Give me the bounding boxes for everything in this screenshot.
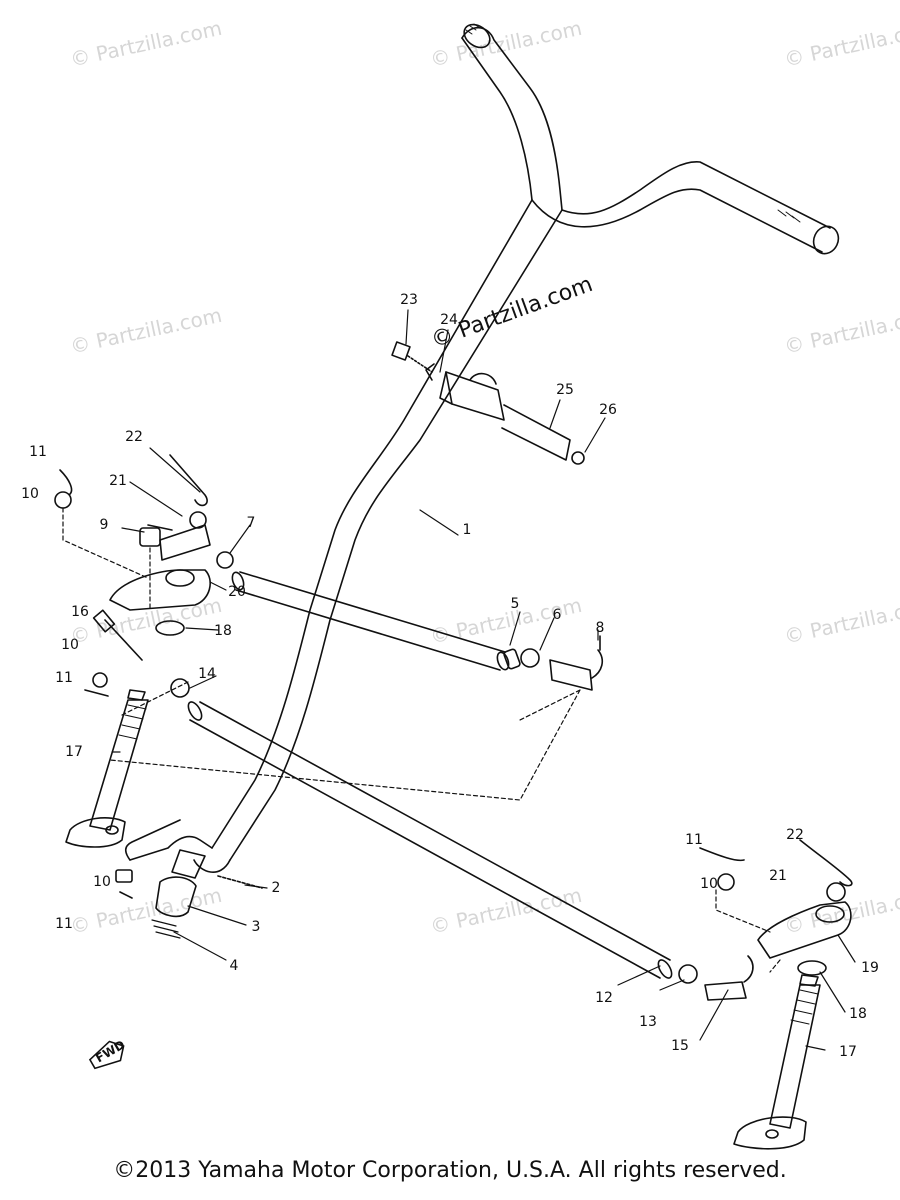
part-number-7: 7 bbox=[246, 515, 256, 531]
upper-tie-rod bbox=[216, 551, 604, 691]
part-number-18-a: 18 bbox=[214, 623, 232, 639]
part-number-11-c: 11 bbox=[55, 916, 73, 932]
left-spindle bbox=[65, 689, 149, 848]
part-number-20: 20 bbox=[228, 584, 246, 600]
part-number-4: 4 bbox=[229, 958, 239, 974]
part-number-25: 25 bbox=[556, 382, 574, 398]
lower-tie-rod bbox=[170, 678, 754, 1001]
part-number-12: 12 bbox=[595, 990, 613, 1006]
part-number-16: 16 bbox=[71, 604, 89, 620]
part-number-26: 26 bbox=[599, 402, 617, 418]
copyright-text: ©2013 Yamaha Motor Corporation, U.S.A. A… bbox=[113, 1158, 787, 1183]
assembly-lines bbox=[62, 507, 781, 973]
part-number-10-b: 10 bbox=[61, 637, 79, 653]
part-number-1: 1 bbox=[462, 522, 472, 538]
right-steering-arm bbox=[699, 839, 853, 976]
part-number-24: 24 bbox=[440, 312, 458, 328]
part-number-17-b: 17 bbox=[839, 1044, 857, 1060]
part-number-10-d: 10 bbox=[700, 876, 718, 892]
part-number-3: 3 bbox=[251, 919, 261, 935]
right-spindle bbox=[733, 974, 821, 1150]
part-number-9: 9 bbox=[99, 517, 109, 533]
part-number-23: 23 bbox=[400, 292, 418, 308]
part-number-14: 14 bbox=[198, 666, 216, 682]
part-number-10-a: 10 bbox=[21, 486, 39, 502]
part-number-19: 19 bbox=[861, 960, 879, 976]
part-number-17-a: 17 bbox=[65, 744, 83, 760]
part-number-6: 6 bbox=[552, 607, 562, 623]
part-number-18-b: 18 bbox=[849, 1006, 867, 1022]
leader-lines bbox=[111, 309, 856, 1051]
left-steering-arm bbox=[54, 454, 211, 697]
part-number-11-d: 11 bbox=[685, 832, 703, 848]
fwd-arrow-icon bbox=[88, 1040, 125, 1070]
part-number-22-b: 22 bbox=[786, 827, 804, 843]
lower-small-parts bbox=[115, 849, 263, 939]
part-number-5: 5 bbox=[510, 596, 520, 612]
fwd-arrow: FWD bbox=[83, 1032, 133, 1078]
part-number-21-a: 21 bbox=[109, 473, 127, 489]
part-number-15: 15 bbox=[671, 1038, 689, 1054]
part-number-21-b: 21 bbox=[769, 868, 787, 884]
part-number-11-a: 11 bbox=[29, 444, 47, 460]
part-number-22-a: 22 bbox=[125, 429, 143, 445]
part-number-11-b: 11 bbox=[55, 670, 73, 686]
part-number-2: 2 bbox=[271, 880, 281, 896]
part-number-8: 8 bbox=[595, 620, 605, 636]
part-number-10-c: 10 bbox=[93, 874, 111, 890]
handlebar-clamp bbox=[391, 341, 585, 465]
part-number-13: 13 bbox=[639, 1014, 657, 1030]
